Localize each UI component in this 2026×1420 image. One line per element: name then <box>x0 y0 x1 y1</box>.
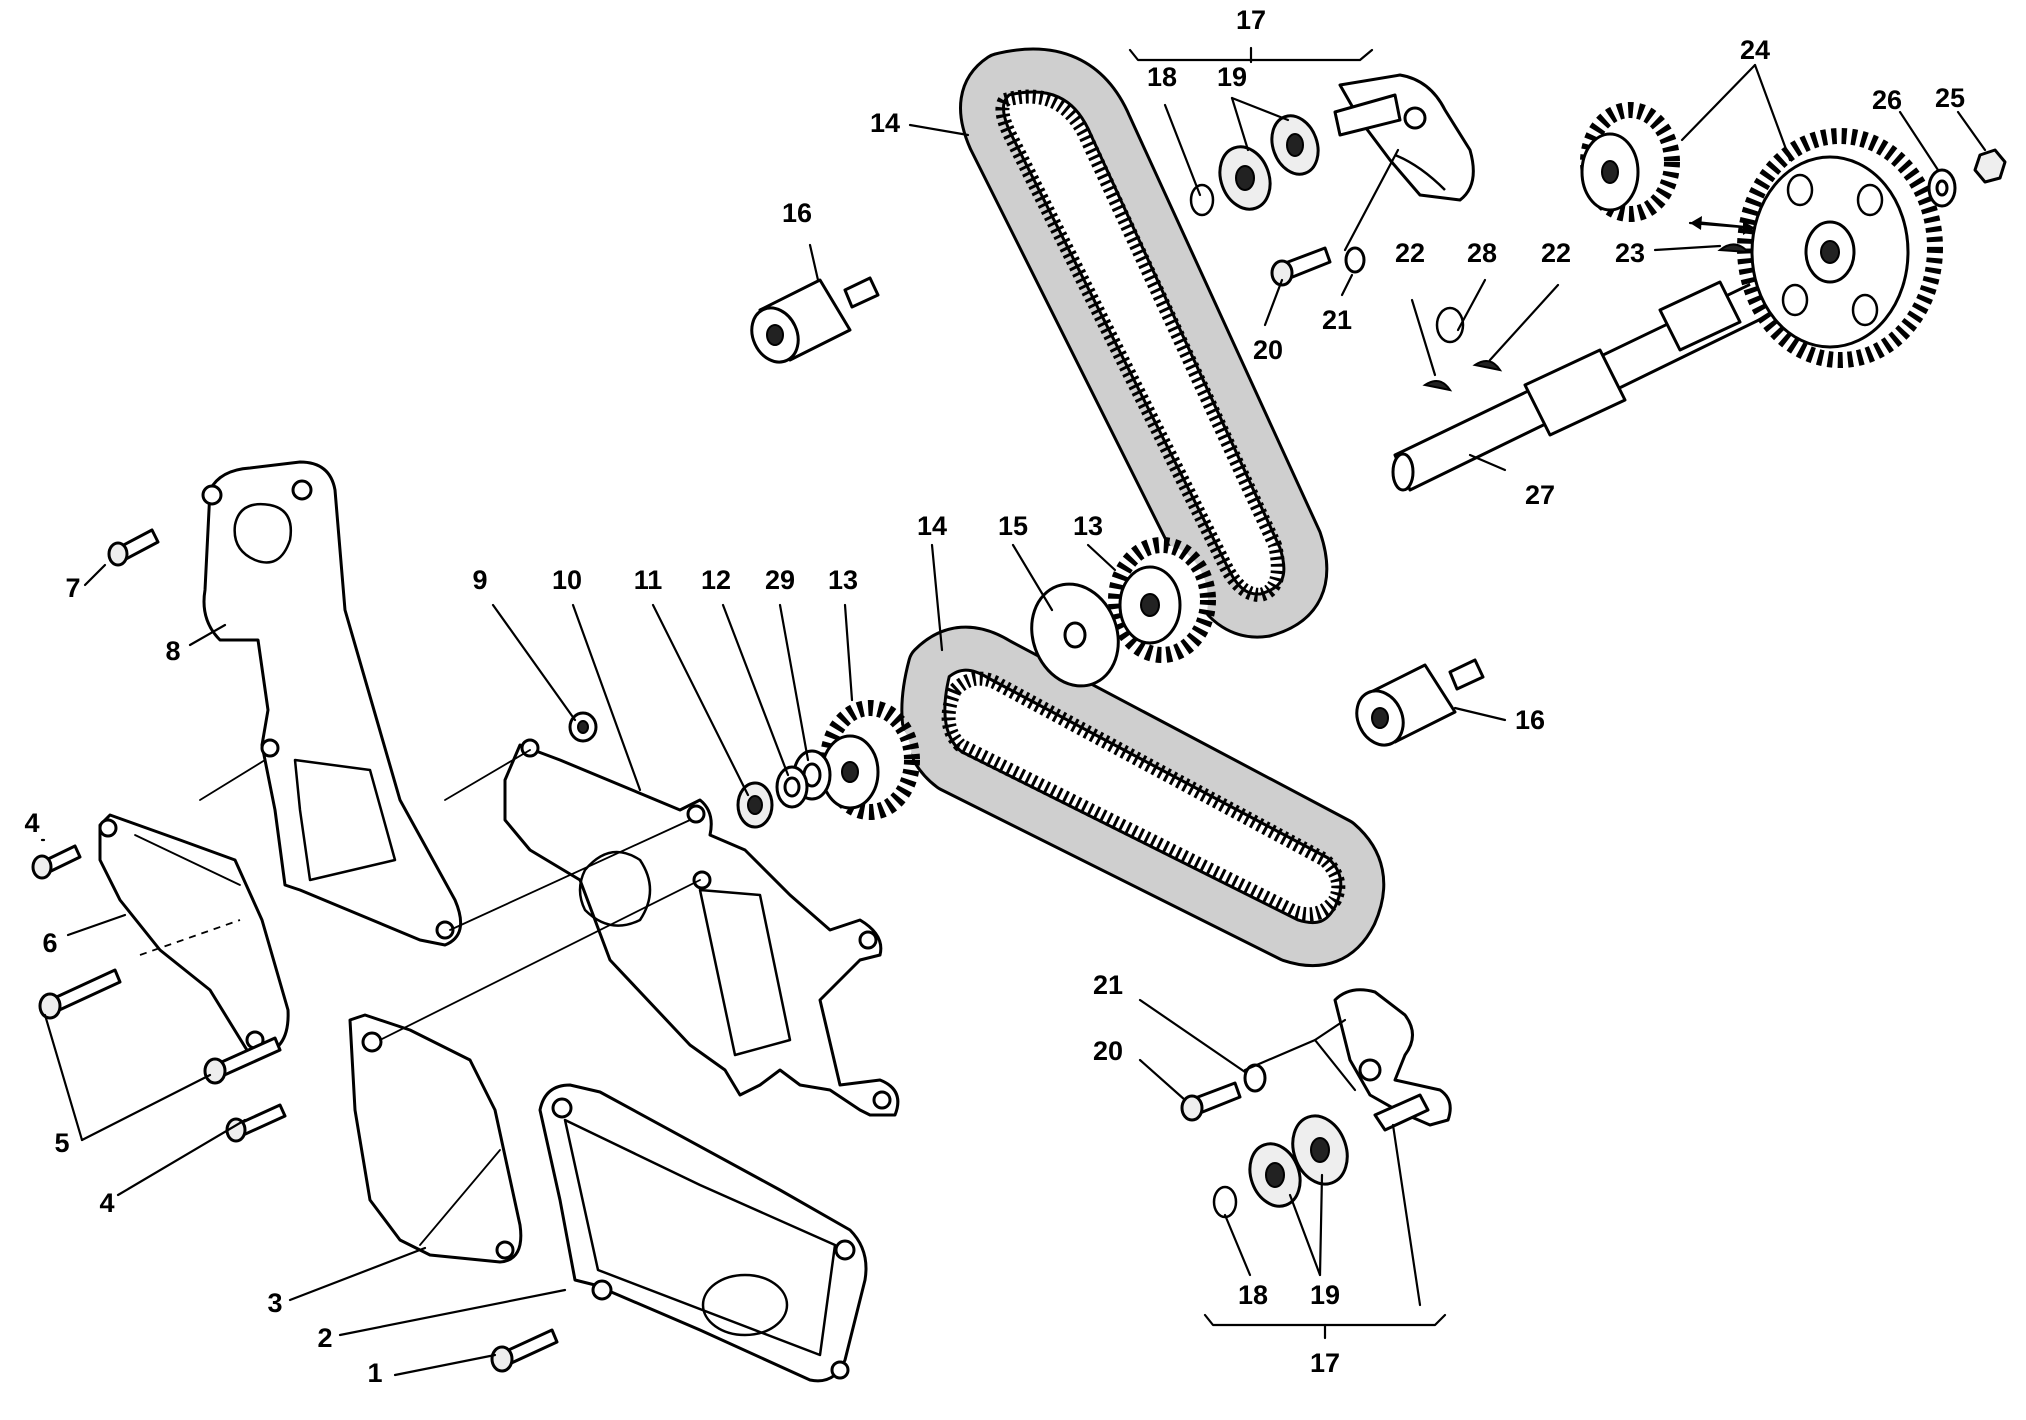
callout-3: 3 <box>267 1288 282 1318</box>
screw-part-4-bottom <box>225 1103 287 1143</box>
toothed-pulley-part-13-right <box>1108 537 1216 663</box>
callout-5: 5 <box>54 1128 69 1158</box>
gear-mesh-arrow <box>1688 216 1757 235</box>
callout-8: 8 <box>165 636 180 666</box>
callout-22-right: 22 <box>1541 238 1571 268</box>
bearing-part-19-upper-b <box>1218 145 1272 211</box>
key-part-23 <box>1717 243 1751 254</box>
bearing-part-19-upper-a <box>1270 114 1320 176</box>
callout-12: 12 <box>701 565 731 595</box>
callout-24: 24 <box>1740 35 1770 65</box>
callout-22-left: 22 <box>1395 238 1425 268</box>
bolt-part-20-lower <box>1180 1081 1242 1122</box>
small-cover-part-6 <box>98 813 290 1057</box>
callout-4-bottom: 4 <box>99 1188 114 1218</box>
callout-21-lower: 21 <box>1093 970 1123 1000</box>
tensioner-shaft-lower <box>1373 1093 1430 1132</box>
standoff-part-16-upper <box>750 276 880 364</box>
callout-14-upper: 14 <box>870 108 900 138</box>
circlip-part-28 <box>1435 306 1465 344</box>
callout-18-lower: 18 <box>1238 1280 1268 1310</box>
callout-27: 27 <box>1525 480 1555 510</box>
callout-19-upper: 19 <box>1217 62 1247 92</box>
callout-28: 28 <box>1467 238 1497 268</box>
callout-labels: 1 2 3 4 4 5 6 7 8 9 10 11 12 29 13 13 14… <box>24 5 1965 1388</box>
callout-20-lower: 20 <box>1093 1036 1123 1066</box>
callout-21-upper: 21 <box>1322 305 1352 335</box>
callout-10: 10 <box>552 565 582 595</box>
callout-16-upper: 16 <box>782 198 812 228</box>
screw-part-5-left <box>38 968 122 1020</box>
circlip-part-18-lower <box>1212 1185 1238 1219</box>
callout-20-upper: 20 <box>1253 335 1283 365</box>
callout-15: 15 <box>998 511 1028 541</box>
nut-part-25 <box>1973 148 2007 184</box>
callout-9: 9 <box>472 565 487 595</box>
callout-4-left: 4 <box>24 808 39 838</box>
tensioner-shaft-upper <box>1333 93 1402 137</box>
callout-19-lower: 19 <box>1310 1280 1340 1310</box>
callout-11: 11 <box>634 565 663 595</box>
screw-part-5-right <box>203 1036 282 1085</box>
cover-plate-part-3 <box>348 1013 523 1264</box>
shaft-part-27 <box>1391 268 1802 492</box>
screw-part-1 <box>490 1328 559 1373</box>
key-part-22-a <box>1422 380 1453 392</box>
callout-17-bottom: 17 <box>1310 1348 1340 1378</box>
washer-part-9 <box>568 711 598 743</box>
bearing-part-19-lower-a <box>1291 1114 1349 1186</box>
tensioner-bracket-upper <box>1338 73 1475 202</box>
standoff-part-16-lower <box>1355 658 1485 747</box>
bearing-part-19-lower-b <box>1248 1142 1302 1208</box>
gear-part-24-small <box>1580 102 1680 222</box>
callout-29: 29 <box>765 565 795 595</box>
screw-part-4-left <box>31 844 82 880</box>
washer-part-12 <box>775 765 809 809</box>
tensioner-bracket-lower <box>1333 988 1452 1127</box>
callout-13-right: 13 <box>1073 511 1103 541</box>
callout-1: 1 <box>367 1358 382 1388</box>
washer-part-26 <box>1927 168 1957 208</box>
gear-part-24-large <box>1737 128 1943 368</box>
key-part-22-b <box>1472 360 1503 372</box>
callout-16-lower: 16 <box>1515 705 1545 735</box>
callout-23: 23 <box>1615 238 1645 268</box>
callout-14-lower: 14 <box>917 511 947 541</box>
toothed-pulley-part-13-left <box>820 700 920 820</box>
leader-lines <box>40 46 1987 1377</box>
callout-18-upper: 18 <box>1147 62 1177 92</box>
washer-part-15 <box>1030 582 1120 688</box>
timing-belt-upper-part-14 <box>959 47 1329 639</box>
screw-part-7 <box>107 528 160 567</box>
rear-belt-cover-part-8 <box>201 460 463 947</box>
bolt-part-20-upper <box>1270 246 1332 287</box>
belt-housing-part-10 <box>503 738 900 1117</box>
bearing-part-11 <box>736 781 774 829</box>
washer-part-21-upper <box>1344 246 1366 274</box>
front-outer-cover-part-2 <box>538 1083 868 1383</box>
callout-26: 26 <box>1872 85 1902 115</box>
timing-belt-lower-part-14 <box>900 625 1386 968</box>
dashed-guide-lines <box>139 749 701 1041</box>
callout-7: 7 <box>65 573 80 603</box>
callout-25: 25 <box>1935 83 1965 113</box>
callout-2: 2 <box>317 1323 332 1353</box>
callout-13-left: 13 <box>828 565 858 595</box>
callout-6: 6 <box>42 928 57 958</box>
circlip-part-18-upper <box>1189 183 1215 217</box>
callout-17-top: 17 <box>1236 5 1266 35</box>
